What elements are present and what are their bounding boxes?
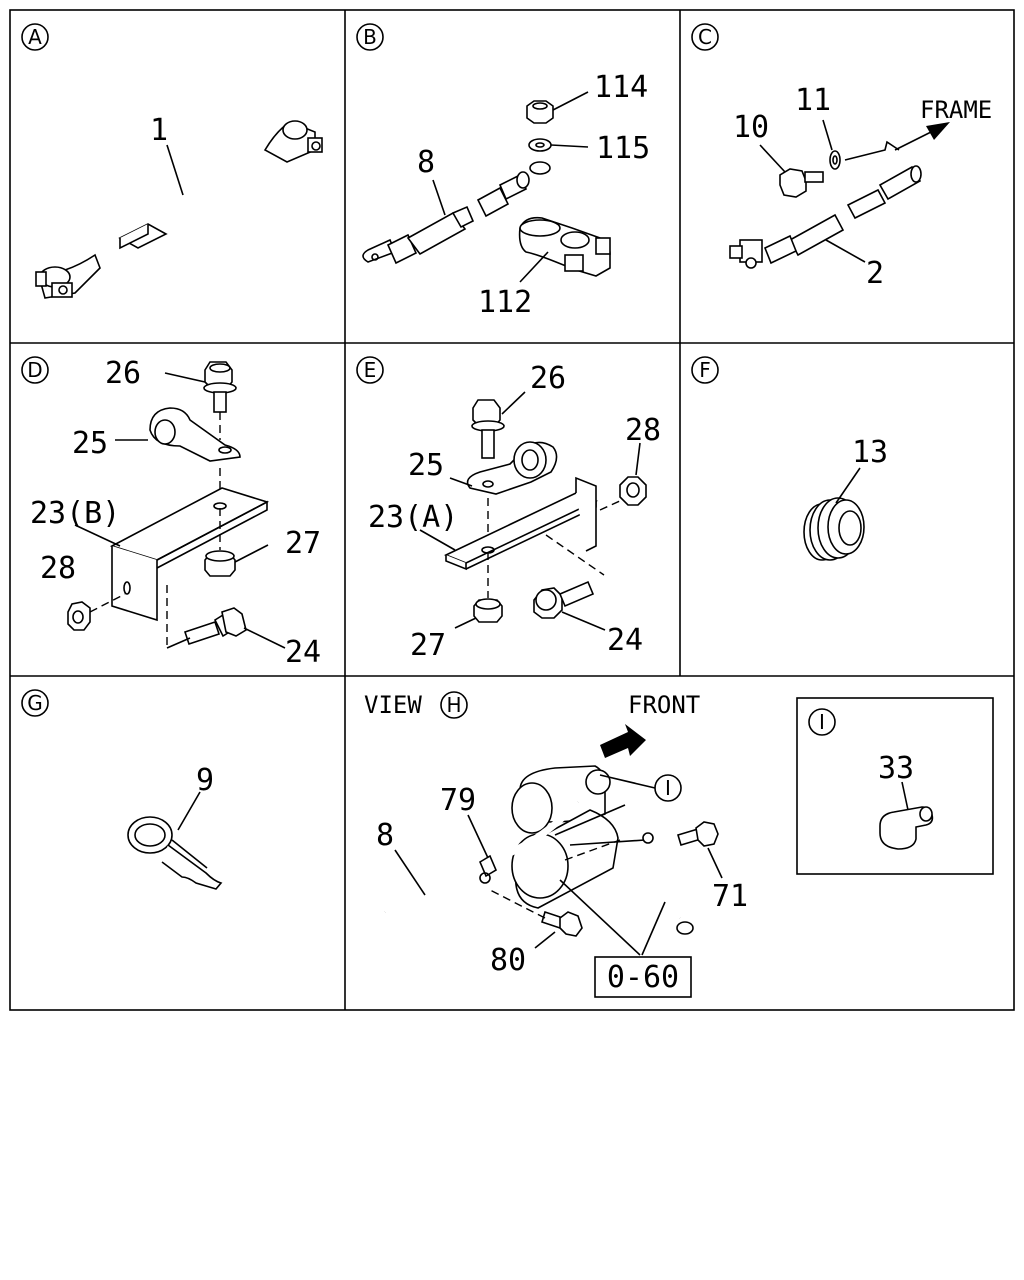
ref-box-0-60: 0-60 — [559, 879, 692, 998]
svg-text:C: C — [698, 25, 712, 49]
svg-text:I: I — [665, 776, 671, 800]
washer-11: 11 — [795, 83, 841, 170]
bolt-24-e: 24 — [533, 580, 643, 658]
svg-text:27: 27 — [410, 628, 446, 663]
svg-text:F: F — [699, 358, 711, 382]
view-label: VIEW H — [364, 691, 468, 719]
panel-c-marker: C — [691, 23, 719, 51]
clip-79: 79 — [440, 783, 498, 884]
svg-text:115: 115 — [596, 131, 650, 166]
terminal-112 — [518, 195, 611, 277]
svg-text:E: E — [364, 358, 377, 382]
washer-115: 115 — [528, 131, 650, 166]
svg-text:24: 24 — [607, 623, 643, 658]
washer — [529, 161, 551, 175]
panel-f-marker: F — [691, 356, 719, 384]
svg-text:B: B — [363, 25, 377, 49]
panel-b: B 114 115 — [356, 23, 650, 320]
bracket-23b: 23(B) — [30, 487, 270, 622]
svg-text:G: G — [27, 691, 43, 715]
svg-text:27: 27 — [285, 526, 321, 561]
bolt-26-e: 26 — [471, 361, 566, 459]
svg-text:28: 28 — [625, 413, 661, 448]
panel-d: D 26 25 23(B) — [21, 356, 321, 670]
callout-112: 112 — [478, 251, 549, 320]
panel-f: F 13 — [691, 356, 888, 561]
callout-8-b: 8 — [417, 145, 446, 216]
svg-text:1: 1 — [150, 113, 168, 148]
svg-text:11: 11 — [795, 83, 831, 118]
svg-text:112: 112 — [478, 285, 532, 320]
svg-text:23(A): 23(A) — [368, 500, 458, 535]
panel-e: E 26 25 28 — [356, 356, 661, 663]
nut-114: 114 — [526, 70, 648, 124]
cable-8-b — [362, 171, 530, 265]
svg-text:71: 71 — [712, 879, 748, 914]
svg-text:33: 33 — [878, 751, 914, 786]
svg-text:114: 114 — [594, 70, 648, 105]
front-direction: FRONT — [600, 691, 700, 758]
svg-text:H: H — [446, 693, 461, 717]
bolt-10: 10 — [733, 110, 824, 198]
svg-text:VIEW: VIEW — [364, 691, 422, 719]
svg-text:10: 10 — [733, 110, 769, 145]
svg-text:A: A — [28, 25, 42, 49]
panel-i: I 33 — [796, 697, 994, 875]
svg-text:25: 25 — [408, 448, 444, 483]
panel-e-marker: E — [356, 356, 384, 384]
svg-text:D: D — [27, 358, 42, 382]
frame-direction: FRAME — [894, 96, 992, 151]
svg-text:FRONT: FRONT — [628, 691, 700, 719]
panel-a-marker: A — [21, 23, 49, 51]
panel-i-marker: I — [808, 708, 836, 736]
svg-text:13: 13 — [852, 435, 888, 470]
clip-25-e: 25 — [408, 441, 558, 495]
svg-text:26: 26 — [105, 356, 141, 391]
clip-25-d: 25 — [72, 407, 241, 462]
svg-text:FRAME: FRAME — [920, 96, 992, 124]
svg-text:25: 25 — [72, 426, 108, 461]
nut-28-e: 28 — [599, 413, 661, 511]
panel-h: VIEW H FRONT 8 79 — [364, 691, 748, 998]
svg-text:8: 8 — [417, 145, 435, 180]
panel-g: G 9 — [21, 689, 223, 890]
harness-cable-8: 8 — [376, 799, 581, 916]
svg-text:24: 24 — [285, 635, 321, 670]
callout-1: 1 — [150, 113, 184, 196]
svg-text:26: 26 — [530, 361, 566, 396]
svg-text:8: 8 — [376, 818, 394, 853]
panel-d-marker: D — [21, 356, 49, 384]
panel-a: A 1 — [21, 23, 323, 299]
cable-2: 2 — [729, 140, 922, 291]
svg-text:2: 2 — [866, 256, 884, 291]
svg-text:I: I — [819, 710, 825, 734]
svg-text:80: 80 — [490, 943, 526, 978]
bolt-71: 71 — [677, 821, 748, 914]
bolt-80: 80 — [489, 889, 583, 978]
svg-text:9: 9 — [196, 763, 214, 798]
clip-9: 9 — [127, 763, 223, 890]
grid-frame — [9, 9, 1015, 1011]
starter-motor — [511, 765, 626, 909]
svg-text:28: 28 — [40, 551, 76, 586]
svg-text:0-60: 0-60 — [607, 960, 679, 995]
nut-27-e: 27 — [410, 598, 503, 663]
bolt-24-d: 24 — [166, 585, 321, 670]
grommet-13: 13 — [803, 435, 888, 561]
nut-27-d: 27 — [204, 526, 321, 577]
bracket-23a: 23(A) — [368, 476, 598, 571]
bolt-26-d: 26 — [105, 356, 237, 413]
cap-33: 33 — [878, 751, 934, 850]
panel-g-marker: G — [21, 689, 49, 717]
panel-b-marker: B — [356, 23, 384, 51]
battery-cable-1 — [35, 120, 323, 299]
svg-text:23(B): 23(B) — [30, 496, 120, 531]
panel-c: C FRAME 11 10 — [691, 23, 992, 291]
ref-marker-i: I — [599, 774, 682, 802]
svg-text:79: 79 — [440, 783, 476, 818]
nut-28-d: 28 — [40, 551, 126, 631]
ground-cable — [569, 832, 694, 935]
